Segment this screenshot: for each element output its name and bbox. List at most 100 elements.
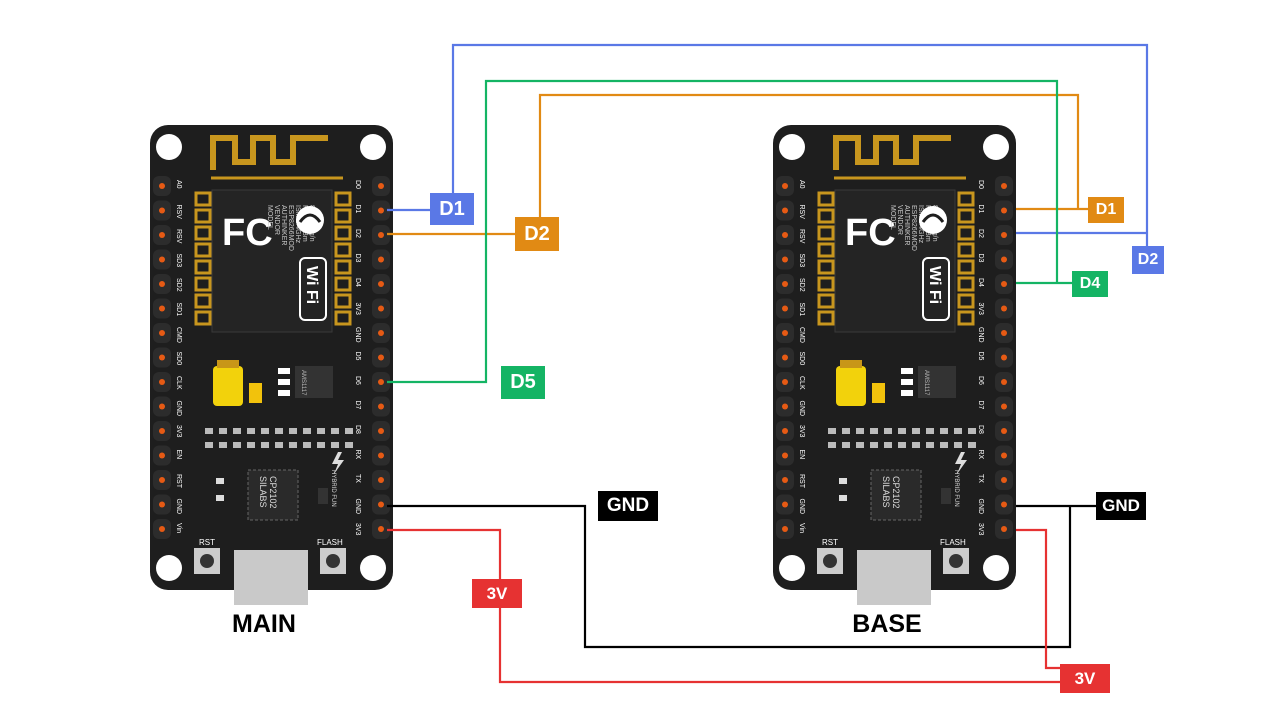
smd-part (289, 442, 297, 448)
antenna-trace (210, 135, 328, 170)
right-pin-label-group: D7 (354, 401, 361, 410)
pin-dot (159, 452, 165, 459)
smd-part (884, 442, 892, 448)
pin-dot (1001, 305, 1007, 312)
left-pin-label: 3V3 (798, 425, 805, 438)
pin-dot (782, 501, 788, 508)
right-pin-label-group: D8 (354, 425, 361, 434)
smd-part (205, 428, 213, 434)
wire-orange-main-d2 (387, 93, 1080, 236)
pin-dot (1001, 256, 1007, 263)
smd-part (261, 428, 269, 434)
pin-dot (1001, 379, 1007, 385)
pin-dot (782, 256, 788, 263)
smd-part (331, 442, 339, 448)
pin-dot (159, 403, 165, 410)
left-pin-label-group: A0 (175, 180, 182, 189)
capacitor-cap (217, 360, 239, 368)
pin-dot (782, 403, 788, 410)
right-pin-label-group: D8 (977, 425, 984, 434)
tantalum-capacitor (213, 366, 243, 406)
lightning-bolt-icon (332, 452, 344, 474)
smd-part (856, 442, 864, 448)
right-pin-label: RX (354, 450, 361, 460)
base-gnd-tag: GND (1096, 492, 1146, 520)
wifi-badge-text-group: Wi Fi (926, 266, 943, 304)
pin-dot (378, 403, 384, 410)
pin-dot (378, 526, 384, 532)
right-pin-label-group: TX (354, 474, 361, 483)
pin-dot (378, 477, 384, 483)
side-text-group: HYBRID FUN (953, 470, 959, 507)
smd-resistor (278, 379, 290, 385)
usb-uart-chip (247, 469, 299, 521)
right-pin-label: 3V3 (354, 523, 361, 536)
smd-part (839, 495, 847, 501)
tantalum-capacitor (836, 366, 866, 406)
smd-part (954, 442, 962, 448)
pin-dot (782, 354, 788, 361)
base-3v-tag: 3V (1060, 664, 1110, 693)
left-pin-label: EN (798, 450, 805, 460)
smd-part (954, 428, 962, 434)
left-pin-label-group: CMD (798, 327, 805, 343)
left-pin-label-group: GND (175, 401, 182, 417)
pin-dot (1001, 477, 1007, 483)
base-board-caption: BASE (852, 610, 922, 638)
pin-dot (1001, 501, 1007, 508)
left-pin-label-group: GND (798, 499, 805, 515)
left-pin-label-group: A0 (798, 180, 805, 189)
right-pin-label: GND (354, 327, 361, 343)
module-pad (957, 276, 975, 292)
module-pad (957, 293, 975, 309)
fc-logo: FC (222, 212, 273, 254)
left-pin-label: RST (175, 474, 182, 489)
right-pin-label: D1 (977, 205, 984, 214)
pin-dot (782, 526, 788, 532)
pin-dot (378, 354, 384, 361)
smd-resistor (901, 390, 913, 396)
smd-part (926, 442, 934, 448)
smd-part (870, 442, 878, 448)
smd-part (275, 442, 283, 448)
left-pin-label-group: CLK (175, 376, 182, 390)
left-pin-label-group: SD0 (175, 352, 182, 366)
left-pin-label-group: EN (798, 450, 805, 460)
pin-dot (1001, 207, 1007, 214)
espressif-logo-icon (919, 206, 947, 234)
pin-dot (1001, 452, 1007, 459)
espressif-logo-arc (298, 213, 322, 223)
left-pin-label: Vin (175, 523, 182, 533)
right-pin-label-group: D6 (977, 376, 984, 385)
pin-dot (378, 501, 384, 508)
usb-chip-text: CP2102 (268, 476, 278, 509)
transistor (941, 488, 951, 504)
wifi-badge-text: Wi Fi (926, 266, 943, 304)
left-pin-label: GND (175, 401, 182, 417)
right-pin-label-group: 3V3 (354, 303, 361, 316)
smd-part (912, 442, 920, 448)
smd-part (247, 442, 255, 448)
module-text-line: ESP8266MOD (910, 205, 917, 251)
smd-part (926, 428, 934, 434)
module-text-line: VENDOR (273, 205, 280, 235)
side-text-group: HYBRID FUN (330, 470, 336, 507)
side-text: HYBRID FUN (953, 470, 959, 507)
right-pin-label: TX (977, 474, 984, 483)
left-pin-label-group: EN (175, 450, 182, 460)
smd-part (842, 428, 850, 434)
right-pin-label-group: GND (354, 327, 361, 343)
right-pin-label: D8 (354, 425, 361, 434)
left-pin-label-group: Vin (175, 523, 182, 533)
pin-dot (1001, 403, 1007, 410)
right-pin-label-group: D0 (977, 180, 984, 189)
usb-chip-text: SILABS (258, 476, 268, 508)
left-pin-label-group: RST (175, 474, 182, 489)
right-pin-label: GND (977, 327, 984, 343)
pin-dot (782, 281, 788, 287)
base-d4-tag: D4 (1072, 271, 1108, 297)
smd-part (898, 428, 906, 434)
left-pin-label-group: Vin (798, 523, 805, 533)
